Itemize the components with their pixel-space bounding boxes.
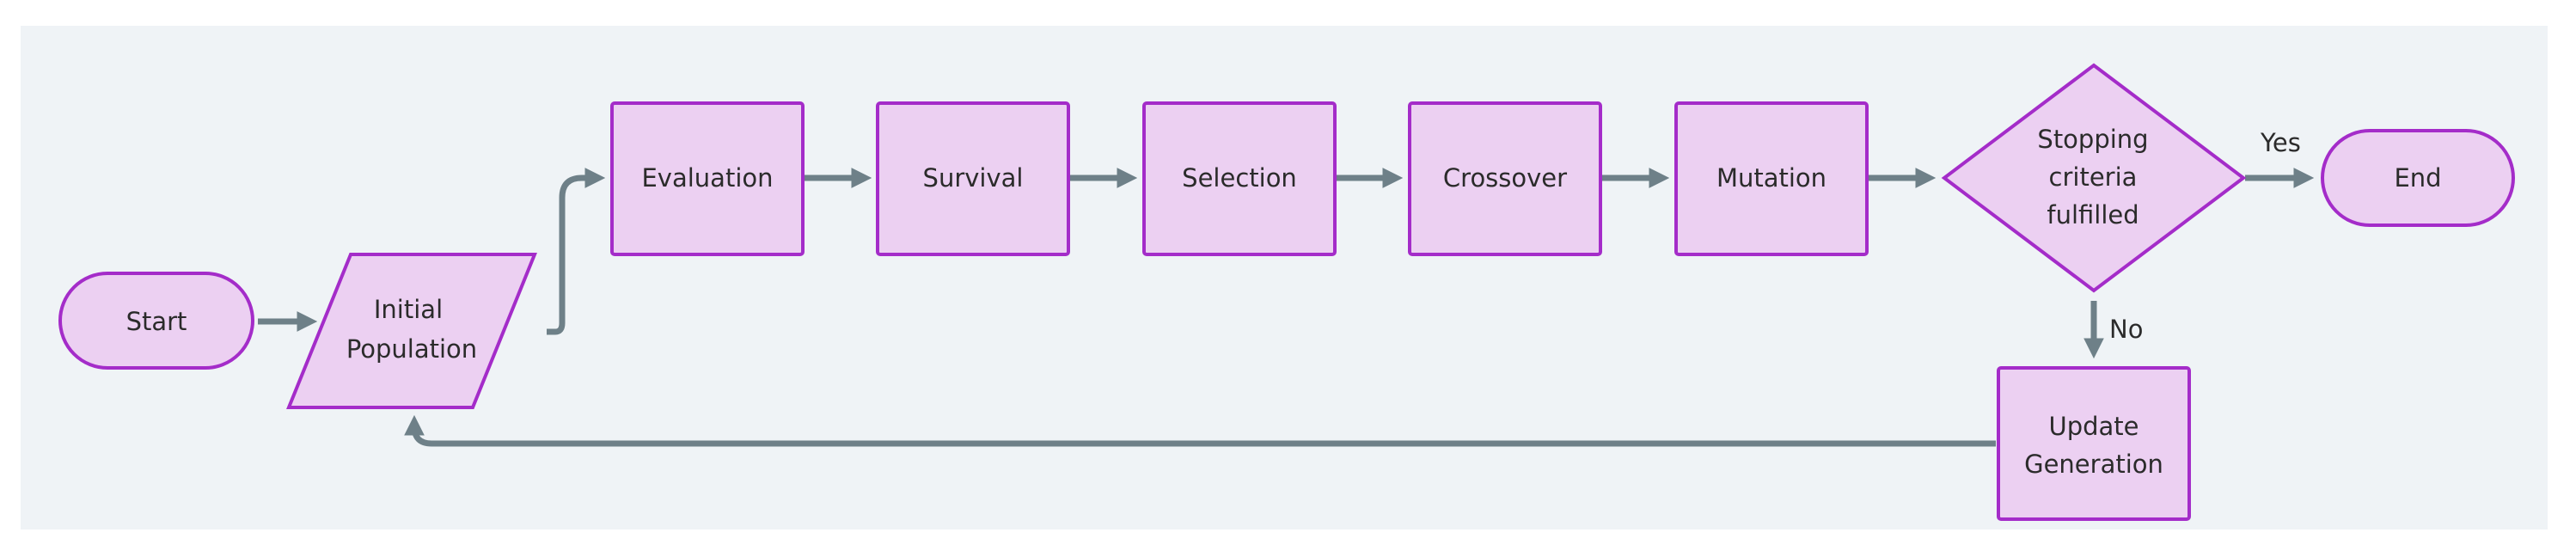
selection-node: Selection xyxy=(1142,101,1337,256)
edge-initial-population-to-evaluation xyxy=(547,168,606,335)
update-generation-label-line-2: Generation xyxy=(2024,450,2163,479)
crossover-node-label: Crossover xyxy=(1443,163,1567,193)
stopping-criteria-label-line-2: criteria xyxy=(2049,162,2138,192)
edge-label-no: No xyxy=(2109,315,2143,344)
end-node: End xyxy=(2321,129,2515,227)
end-node-label: End xyxy=(2394,163,2441,193)
initial-population-label-line-2: Population xyxy=(346,334,477,364)
initial-population-node: Initial Population xyxy=(286,253,537,409)
stopping-criteria-decision-node: Stopping criteria fulfilled xyxy=(1941,63,2247,293)
mutation-node-label: Mutation xyxy=(1716,163,1826,193)
evaluation-node: Evaluation xyxy=(610,101,805,256)
edge-label-yes: Yes xyxy=(2260,128,2301,157)
edge-update-generation-to-initial-population xyxy=(404,414,1996,447)
mutation-node: Mutation xyxy=(1674,101,1869,256)
start-node-label: Start xyxy=(126,307,187,336)
crossover-node: Crossover xyxy=(1408,101,1602,256)
update-generation-label-line-1: Update xyxy=(2048,412,2139,441)
update-generation-node: Update Generation xyxy=(1997,366,2191,521)
stopping-criteria-label-line-1: Stopping xyxy=(2037,125,2148,154)
initial-population-label-line-1: Initial xyxy=(374,295,443,324)
survival-node-label: Survival xyxy=(923,163,1024,193)
stopping-criteria-label-line-3: fulfilled xyxy=(2047,200,2139,230)
survival-node: Survival xyxy=(876,101,1070,256)
evaluation-node-label: Evaluation xyxy=(641,163,773,193)
start-node: Start xyxy=(58,272,254,370)
selection-node-label: Selection xyxy=(1182,163,1297,193)
